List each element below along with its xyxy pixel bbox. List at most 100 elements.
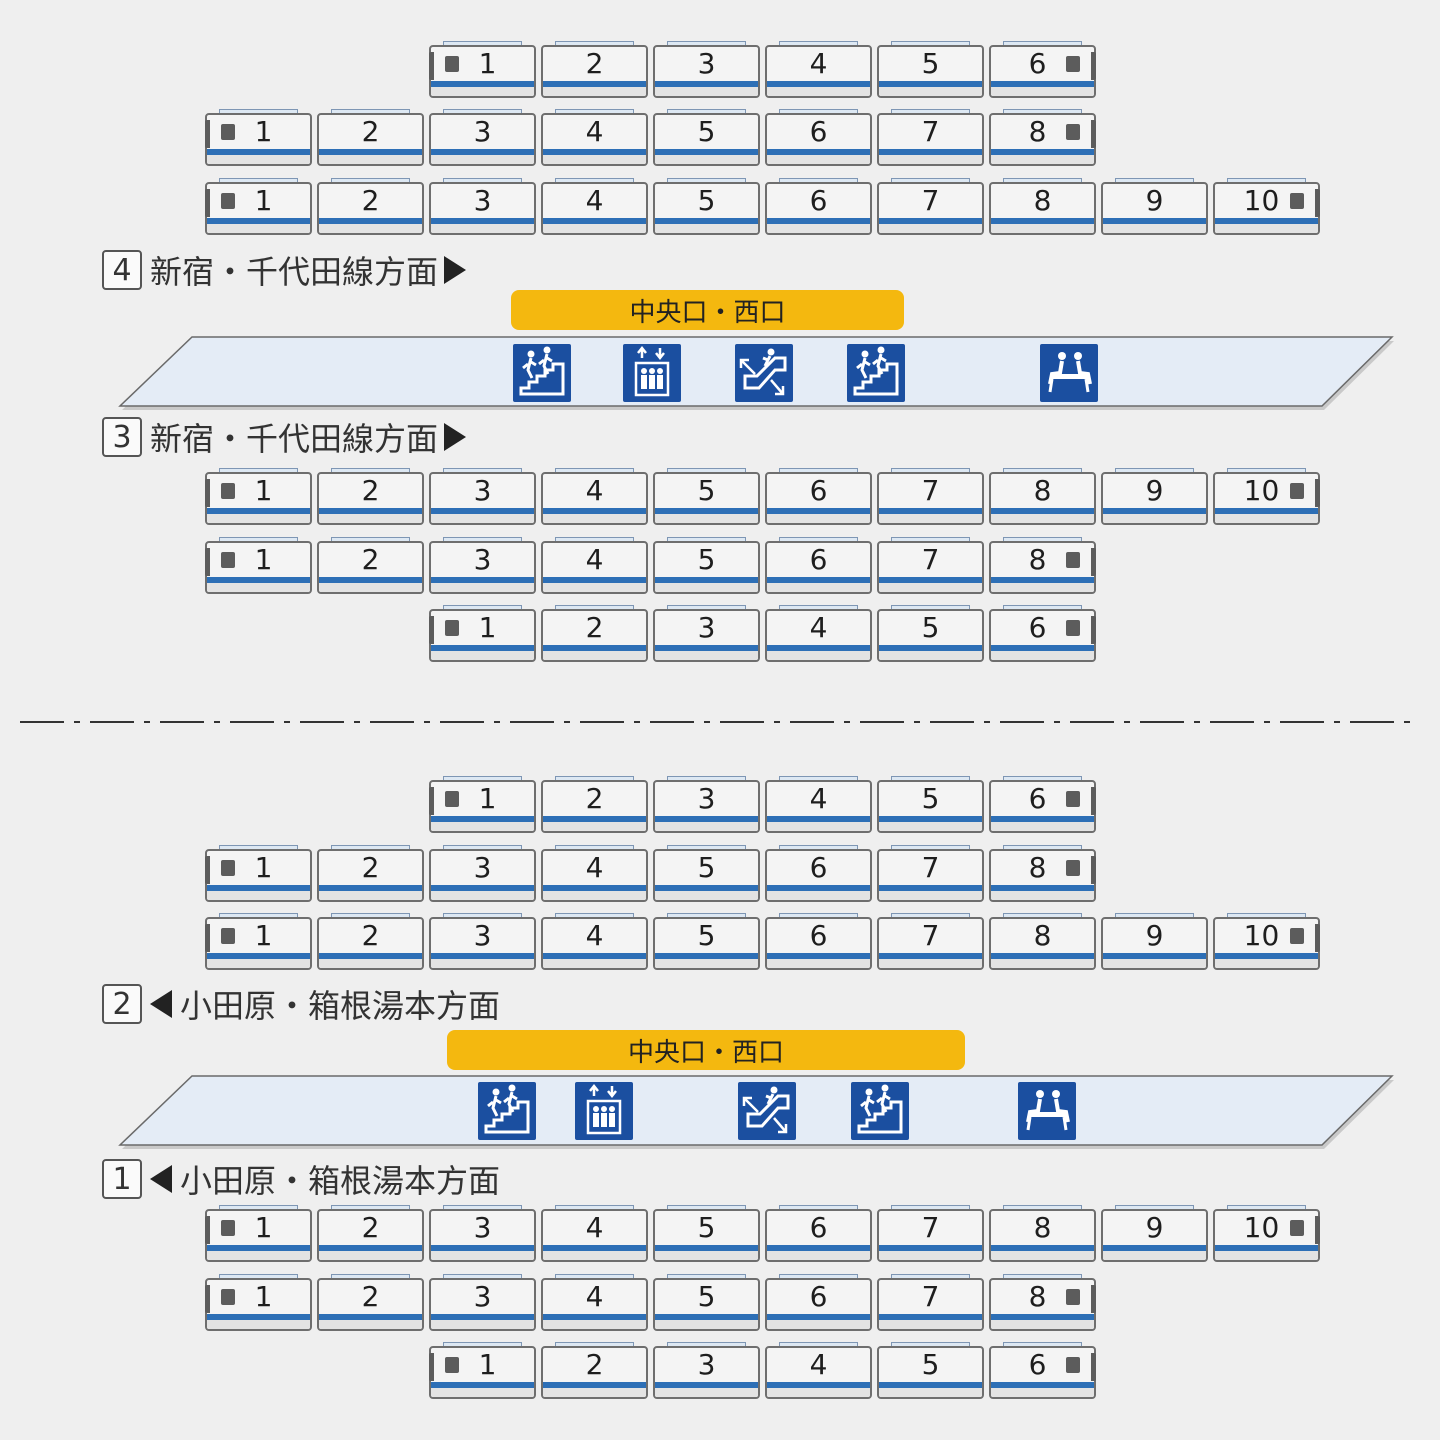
car-number: 5 <box>697 115 716 148</box>
car-number: 8 <box>1033 1211 1052 1244</box>
train-car: 6 <box>765 109 872 166</box>
train-car: 1 <box>429 41 536 98</box>
car-number: 5 <box>697 1211 716 1244</box>
train-car: 10 <box>1213 1205 1320 1262</box>
car-number: 3 <box>473 115 492 148</box>
train-car: 9 <box>1101 1205 1208 1262</box>
track-2-label: 2 小田原・箱根湯本方面 <box>102 983 500 1025</box>
car-number: 4 <box>809 782 828 815</box>
escalator-icon <box>738 1082 796 1140</box>
train-car: 7 <box>877 178 984 235</box>
car-number: 2 <box>361 474 380 507</box>
car-number: 9 <box>1145 184 1164 217</box>
train-car: 4 <box>541 178 648 235</box>
train-car: 5 <box>653 913 760 970</box>
car-number: 5 <box>921 611 940 644</box>
train-car: 2 <box>317 845 424 902</box>
train-car: 7 <box>877 1205 984 1262</box>
car-number: 1 <box>254 543 273 576</box>
car-number: 4 <box>585 851 604 884</box>
train-car: 1 <box>205 109 312 166</box>
train-car: 1 <box>205 178 312 235</box>
car-number: 8 <box>1033 474 1052 507</box>
car-number: 3 <box>697 782 716 815</box>
stairs-icon <box>478 1082 536 1140</box>
train-car: 10 <box>1213 178 1320 235</box>
train-car: 1 <box>205 1274 312 1331</box>
train-car: 5 <box>653 178 760 235</box>
train-car: 4 <box>541 109 648 166</box>
train-car: 8 <box>989 1205 1096 1262</box>
car-number: 5 <box>697 543 716 576</box>
train-car: 3 <box>653 1342 760 1399</box>
train-car: 3 <box>429 109 536 166</box>
train-car: 4 <box>541 845 648 902</box>
car-number: 7 <box>921 543 940 576</box>
car-number: 5 <box>697 851 716 884</box>
car-number: 1 <box>478 47 497 80</box>
train-car: 8 <box>989 1274 1096 1331</box>
train-car: 5 <box>653 468 760 525</box>
car-number: 6 <box>809 919 828 952</box>
train-car: 4 <box>765 1342 872 1399</box>
train-car: 10 <box>1213 468 1320 525</box>
car-number: 4 <box>585 919 604 952</box>
car-number: 3 <box>473 1211 492 1244</box>
stairs-icon <box>513 344 571 402</box>
car-number: 2 <box>585 782 604 815</box>
car-number: 3 <box>473 1280 492 1313</box>
train-car: 4 <box>541 468 648 525</box>
train-car: 8 <box>989 845 1096 902</box>
track-3-number: 3 <box>102 417 142 457</box>
car-number: 2 <box>585 1348 604 1381</box>
train-car: 3 <box>653 41 760 98</box>
direction-right-icon <box>444 256 467 284</box>
car-number: 2 <box>361 1280 380 1313</box>
waiting-bench-icon <box>1018 1082 1076 1140</box>
direction-right-icon <box>444 423 467 451</box>
car-number: 6 <box>809 543 828 576</box>
car-number: 2 <box>361 1211 380 1244</box>
car-number: 2 <box>585 611 604 644</box>
train-car: 7 <box>877 468 984 525</box>
car-number: 7 <box>921 474 940 507</box>
stairs-icon <box>851 1082 909 1140</box>
car-number: 1 <box>254 1211 273 1244</box>
train-car: 5 <box>653 537 760 594</box>
exit-banner-lower: 中央口・西口 <box>447 1030 965 1070</box>
train-car: 6 <box>989 1342 1096 1399</box>
car-number: 3 <box>697 611 716 644</box>
train-car: 7 <box>877 537 984 594</box>
car-number: 7 <box>921 115 940 148</box>
car-number: 6 <box>1028 782 1047 815</box>
train-car: 1 <box>205 913 312 970</box>
car-number: 2 <box>585 47 604 80</box>
train-car: 3 <box>429 913 536 970</box>
car-number: 1 <box>254 184 273 217</box>
car-number: 8 <box>1033 184 1052 217</box>
car-number: 5 <box>697 474 716 507</box>
section-divider <box>20 721 1420 723</box>
car-number: 5 <box>697 1280 716 1313</box>
track-4-number: 4 <box>102 250 142 290</box>
train-car: 2 <box>317 1274 424 1331</box>
train-car: 1 <box>205 537 312 594</box>
train-car: 6 <box>989 605 1096 662</box>
train-car: 5 <box>877 605 984 662</box>
car-number: 6 <box>1028 611 1047 644</box>
car-number: 7 <box>921 851 940 884</box>
car-number: 10 <box>1243 1211 1280 1244</box>
car-number: 7 <box>921 1280 940 1313</box>
car-number: 1 <box>254 1280 273 1313</box>
car-number: 1 <box>254 115 273 148</box>
train-car: 9 <box>1101 178 1208 235</box>
train-car: 7 <box>877 1274 984 1331</box>
train-car: 7 <box>877 109 984 166</box>
car-number: 8 <box>1028 851 1047 884</box>
train-car: 6 <box>765 537 872 594</box>
car-number: 9 <box>1145 474 1164 507</box>
train-car: 1 <box>429 1342 536 1399</box>
train-car: 3 <box>429 845 536 902</box>
car-number: 9 <box>1145 1211 1164 1244</box>
train-car: 2 <box>317 1205 424 1262</box>
